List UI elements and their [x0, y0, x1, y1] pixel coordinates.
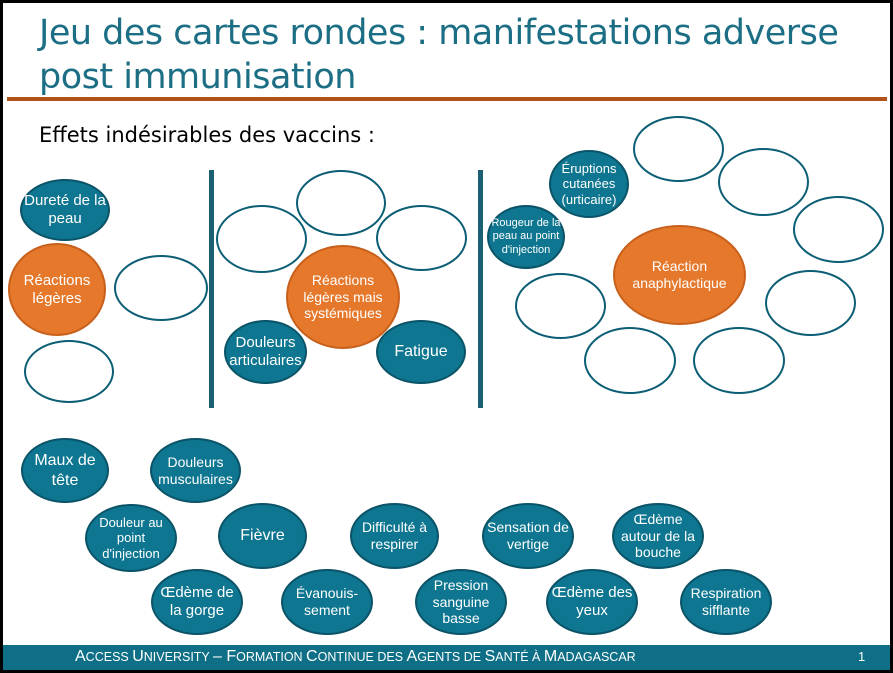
empty-slot-ana-3[interactable] — [793, 196, 884, 263]
footer-text-part: M — [543, 648, 558, 665]
center-reactions-legeres[interactable]: Réactions légères — [8, 243, 106, 336]
footer-text-part: A — [75, 648, 86, 665]
empty-slot-light-2[interactable] — [24, 340, 114, 403]
footer-text-part: ANTÉ À — [495, 650, 544, 664]
divider-line-right — [478, 170, 483, 408]
empty-slot-ana-7[interactable] — [693, 327, 785, 394]
empty-slot-ana-4[interactable] — [515, 273, 606, 339]
page-number: 1 — [858, 649, 866, 664]
card-douleur-point-injection[interactable]: Douleur au point d'injection — [85, 504, 177, 572]
card-oedeme-gorge[interactable]: Œdème de la gorge — [151, 569, 243, 635]
slide-subtitle: Effets indésirables des vaccins : — [39, 123, 375, 147]
footer-text-part: NIVERSITY — [143, 650, 214, 664]
footer-text-part: ONTINUE DES — [317, 650, 407, 664]
empty-slot-ana-1[interactable] — [633, 116, 724, 182]
card-oedeme-bouche[interactable]: Œdème autour de la bouche — [612, 503, 704, 569]
slide-title: Jeu des cartes rondes : manifestations a… — [39, 13, 839, 97]
card-douleurs-articulaires[interactable]: Douleurs articulaires — [224, 320, 307, 384]
footer-text-part: U — [132, 648, 144, 665]
card-eruptions-cutanees[interactable]: Éruptions cutanées (urticaire) — [549, 150, 629, 218]
card-sensation-vertige[interactable]: Sensation de vertige — [482, 503, 574, 569]
empty-slot-ana-6[interactable] — [584, 327, 676, 394]
footer-text-part: ORMATION — [236, 650, 307, 664]
card-maux-de-tete[interactable]: Maux de tête — [21, 438, 109, 503]
card-rougeur-peau[interactable]: Rougeur de la peau au point d'injection — [487, 205, 565, 269]
footer-text-part: S — [484, 648, 496, 665]
footer-text-part: ADAGASCAR — [557, 650, 636, 664]
footer-text-part: A — [406, 648, 418, 665]
footer-text-part: – — [213, 648, 227, 665]
card-oedeme-yeux[interactable]: Œdème des yeux — [546, 569, 638, 635]
card-pression-sanguine[interactable]: Pression sanguine basse — [415, 569, 507, 635]
card-fievre[interactable]: Fièvre — [218, 503, 307, 569]
footer-bar: ACCESS UNIVERSITY – FORMATION CONTINUE D… — [3, 645, 890, 670]
empty-slot-light-1[interactable] — [114, 255, 208, 321]
empty-slot-systemic-2[interactable] — [216, 205, 307, 273]
center-reactions-systemiques[interactable]: Réactions légères mais systémiques — [286, 245, 400, 349]
card-respiration-sifflante[interactable]: Respiration sifflante — [680, 569, 772, 635]
title-divider — [7, 97, 887, 101]
footer-text-part: C — [306, 648, 318, 665]
empty-slot-systemic-3[interactable] — [376, 205, 467, 271]
footer-text-part: CCESS — [85, 650, 133, 664]
card-fatigue[interactable]: Fatigue — [376, 320, 466, 384]
card-douleurs-musculaires[interactable]: Douleurs musculaires — [150, 438, 241, 503]
center-reaction-anaphylactique[interactable]: Réaction anaphylactique — [613, 225, 746, 325]
footer-text-part: F — [226, 648, 237, 665]
footer-text: ACCESS UNIVERSITY – FORMATION CONTINUE D… — [75, 648, 636, 666]
divider-line-left — [209, 170, 214, 408]
empty-slot-ana-5[interactable] — [765, 270, 856, 336]
card-difficulte-respirer[interactable]: Difficulté à respirer — [350, 503, 439, 569]
card-evanouissement[interactable]: Évanouis-sement — [281, 569, 373, 635]
footer-text-part: GENTS DE — [417, 650, 485, 664]
empty-slot-systemic-1[interactable] — [296, 170, 386, 236]
slide: Jeu des cartes rondes : manifestations a… — [3, 3, 890, 670]
empty-slot-ana-2[interactable] — [718, 148, 809, 216]
card-durete-peau[interactable]: Dureté de la peau — [20, 179, 110, 241]
